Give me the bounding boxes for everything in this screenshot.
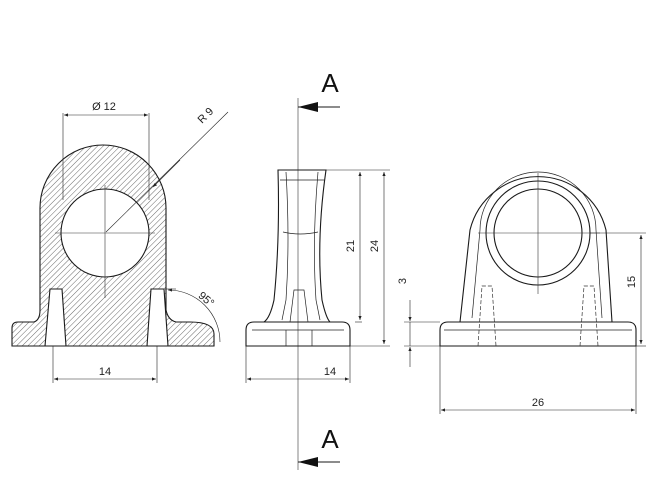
center-height-label: 15 — [626, 276, 638, 288]
front-view: 15 3 26 — [397, 171, 646, 414]
profile-height-inner-label: 21 — [345, 240, 357, 252]
section-arrow-bottom — [298, 457, 318, 467]
section-mark-top: A — [321, 68, 339, 98]
left-base-width-label: 14 — [99, 366, 111, 378]
left-slot — [44, 288, 67, 347]
rib-height-label: 3 — [397, 278, 409, 284]
front-base — [439, 321, 637, 347]
section-mark-bottom: A — [321, 424, 339, 454]
section-view-a-a: Ø 12 R 9 95° 14 — [11, 101, 229, 383]
profile-height-outer-label: 24 — [369, 240, 381, 252]
side-profile-view: 21 24 14 — [245, 169, 390, 383]
cutting-plane: A A — [297, 68, 340, 470]
section-arrow-top — [298, 102, 318, 112]
radius-leader — [105, 111, 229, 233]
angle-arc — [167, 288, 221, 343]
profile-base-width-label: 14 — [324, 366, 336, 378]
front-hidden-slot-right — [579, 285, 599, 347]
right-slot — [146, 288, 169, 347]
profile-base — [245, 321, 351, 347]
overall-width-label: 26 — [532, 397, 544, 409]
front-hidden-slot-left — [477, 285, 497, 347]
radius-label: R 9 — [196, 106, 217, 127]
bore-diameter-label: Ø 12 — [92, 101, 116, 113]
front-body-outline — [459, 176, 613, 323]
profile-column — [262, 169, 332, 323]
angle-label: 95° — [196, 290, 216, 310]
